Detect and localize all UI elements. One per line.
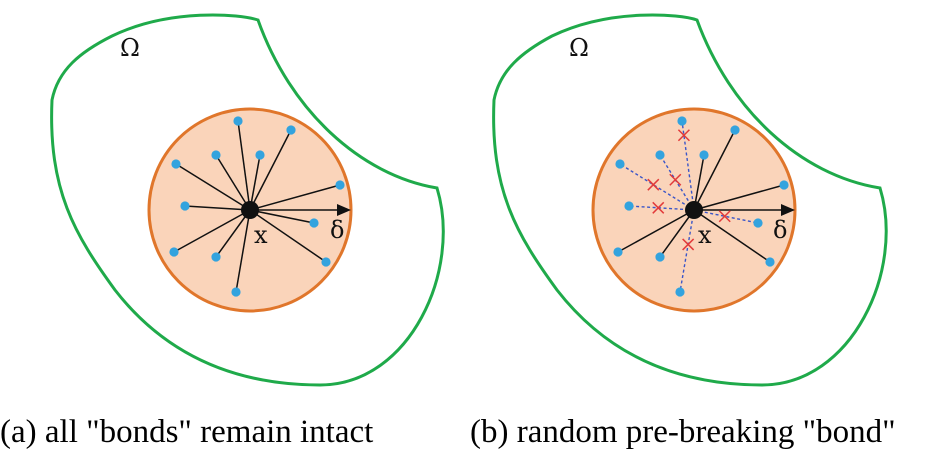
horizon-arrowhead-a [337, 204, 351, 216]
neighbor-node [286, 125, 296, 135]
neighbor-node [255, 150, 265, 160]
neighbor-node [321, 257, 331, 267]
neighbor-node [677, 116, 687, 126]
neighbor-node [615, 159, 625, 169]
center-point-a [241, 201, 259, 219]
bond-line [249, 154, 261, 211]
center-point-b [685, 201, 703, 219]
neighbor-node [211, 252, 221, 262]
bond-line [693, 209, 771, 263]
neighbor-node [655, 150, 665, 160]
neighbor-node [753, 218, 763, 228]
neighbor-node [180, 201, 190, 211]
neighbor-node [169, 247, 179, 257]
bond-line [249, 209, 327, 263]
horizon-arrowhead-b [781, 204, 795, 216]
neighbor-node [699, 150, 709, 160]
bond-line [184, 205, 251, 211]
neighbor-node [613, 247, 623, 257]
neighbor-node [730, 125, 740, 135]
broken-bond-line [681, 120, 695, 211]
bonds-b [617, 120, 785, 293]
neighbor-node [233, 116, 243, 126]
bond-line [249, 129, 292, 211]
caption-b: (b) random pre-breaking "bond" [470, 414, 896, 450]
break-marks-b [647, 129, 731, 251]
bonds-a [173, 120, 341, 293]
neighbor-node [211, 150, 221, 160]
neighbor-node [779, 180, 789, 190]
neighbor-node [675, 287, 685, 297]
domain-label-b: Ω [569, 34, 589, 62]
neighbor-node [765, 257, 775, 267]
bond-line [173, 209, 251, 253]
broken-bond-line [679, 209, 695, 293]
break-mark-icon [647, 178, 660, 191]
break-mark-icon [669, 173, 682, 186]
bond-line [249, 209, 315, 224]
break-mark-icon [682, 238, 695, 251]
neighbor-node [231, 287, 241, 297]
domain-boundary-a [50, 13, 445, 387]
neighbor-node [309, 218, 319, 228]
bond-line [175, 163, 251, 211]
neighbor-node [171, 159, 181, 169]
broken-bond-line [619, 163, 695, 211]
horizon-label-a: δ [330, 216, 344, 244]
neighbor-node [624, 201, 634, 211]
neighbor-node [655, 252, 665, 262]
panel-a: Ω x δ (a) all "bonds" remain intact [0, 13, 445, 450]
domain-boundary-b [492, 13, 888, 387]
point-label-b: x [698, 221, 712, 249]
bond-line [215, 209, 251, 258]
bond-line [693, 129, 736, 211]
bond-line [249, 184, 341, 211]
bond-line [693, 184, 785, 211]
panel-b: Ω x δ (b) random pre-breaking "bond" [470, 13, 896, 450]
bond-line [235, 209, 251, 293]
bond-line [237, 120, 251, 211]
break-mark-icon [718, 210, 731, 223]
bond-line [659, 209, 695, 258]
bond-line [617, 209, 695, 253]
horizon-label-b: δ [773, 216, 787, 244]
neighbor-node [335, 180, 345, 190]
break-mark-icon [652, 201, 665, 214]
point-label-a: x [254, 221, 268, 249]
bond-line [215, 154, 251, 211]
caption-a: (a) all "bonds" remain intact [0, 414, 373, 450]
nodes-a [169, 116, 345, 297]
bond-line [693, 154, 705, 211]
nodes-b [613, 116, 789, 297]
break-mark-icon [677, 129, 690, 142]
domain-label-a: Ω [120, 34, 140, 62]
